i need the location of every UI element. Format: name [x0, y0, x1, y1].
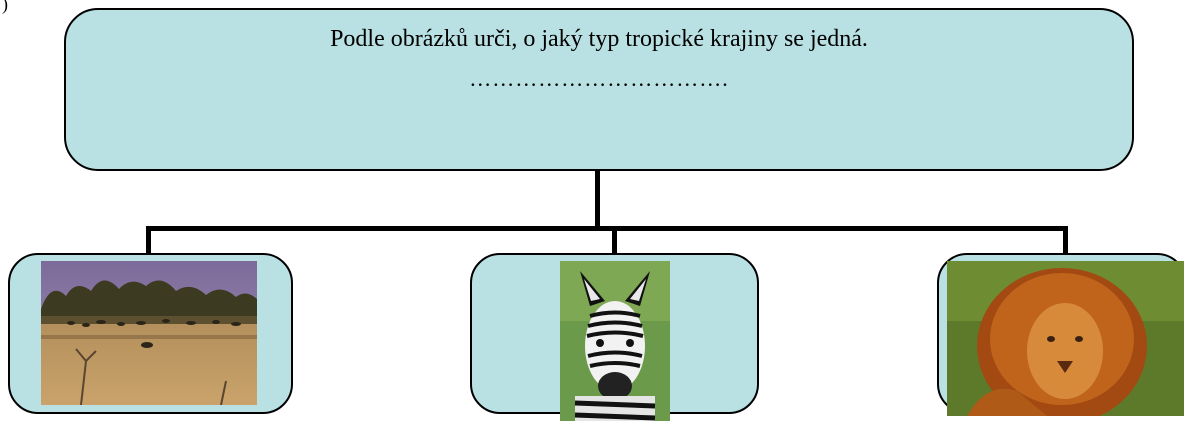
zebra-photo: [560, 261, 670, 421]
answer-blank[interactable]: …………………………….: [469, 66, 729, 91]
connector-trunk: [595, 171, 600, 228]
connector-crossbar: [146, 226, 1068, 231]
corner-mark: ): [2, 0, 8, 14]
connector-right-drop: [1063, 226, 1068, 255]
lion-photo: [947, 261, 1184, 416]
connector-left-drop: [146, 226, 151, 255]
question-prompt: Podle obrázků urči, o jaký typ tropické …: [330, 26, 868, 52]
savanna-landscape-photo: [41, 261, 257, 405]
question-box: Podle obrázků urči, o jaký typ tropické …: [64, 8, 1134, 171]
connector-mid-drop: [612, 226, 617, 255]
